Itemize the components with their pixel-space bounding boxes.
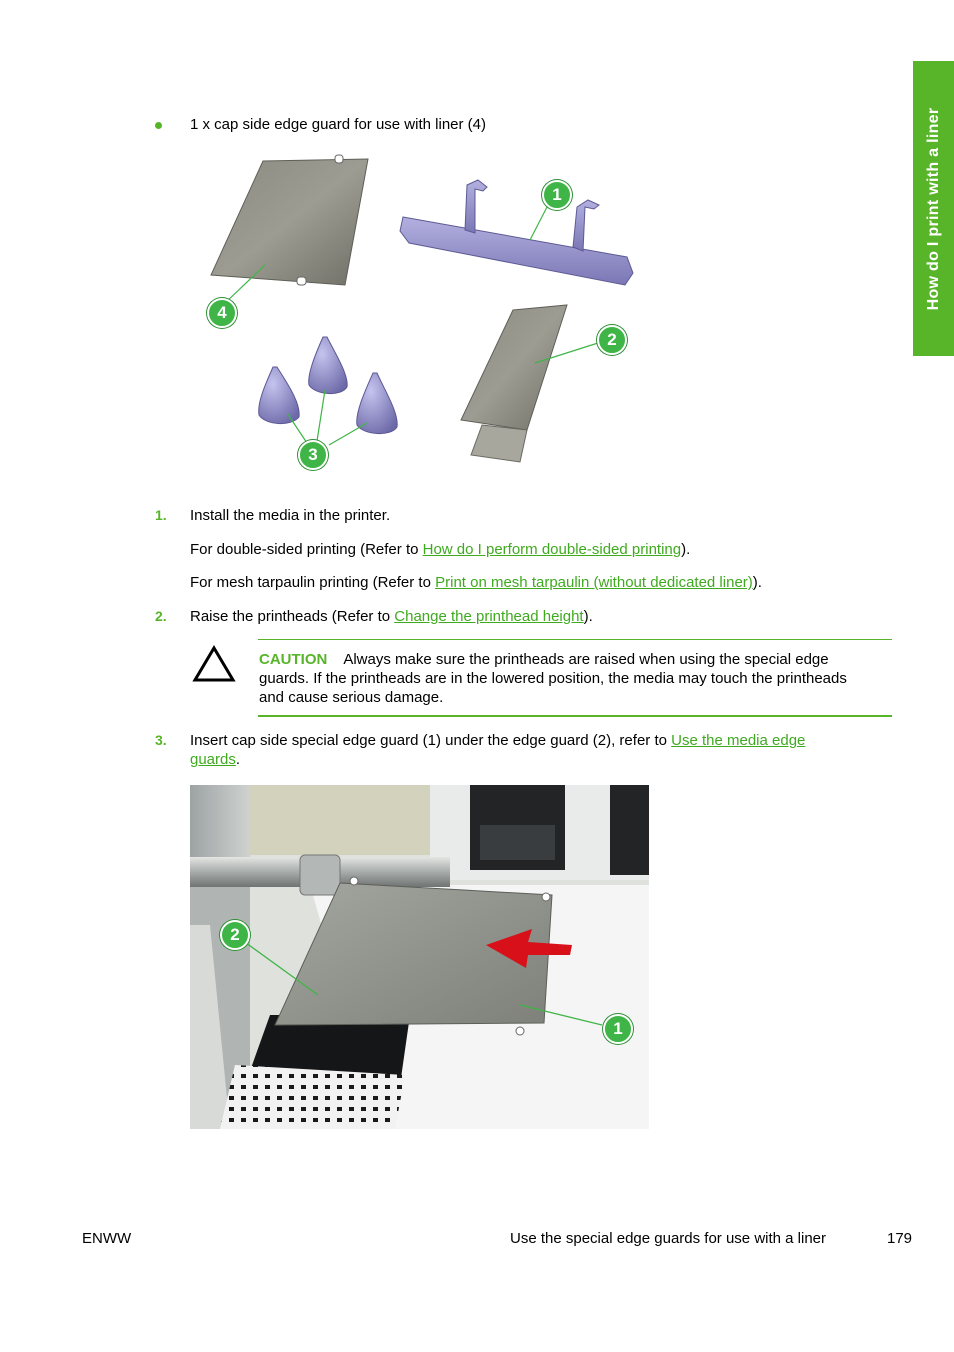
link-double-sided-printing[interactable]: How do I perform double-sided printing [422, 541, 682, 558]
step-1-text: Install the media in the printer. [190, 507, 391, 524]
step-2-text: Raise the printheads (Refer to Change th… [190, 608, 593, 625]
bullet-item-text: 1 x cap side edge guard for use with lin… [190, 116, 486, 133]
callout-2: 2 [597, 325, 627, 355]
callout-4: 4 [207, 298, 237, 328]
step-3-text-line-2: guards. [190, 751, 241, 768]
link-media-edge-guards[interactable]: Use the media edge [671, 732, 806, 749]
bullet-icon [155, 122, 162, 129]
link-media-edge-guards-cont[interactable]: guards [190, 751, 236, 768]
photo-callout-2: 2 [220, 920, 250, 950]
link-mesh-tarpaulin[interactable]: Print on mesh tarpaulin (without dedicat… [435, 574, 753, 591]
caution-top-rule [258, 639, 892, 640]
footer-left: ENWW [82, 1230, 132, 1247]
side-section-tab: How do I print with a liner [913, 61, 954, 356]
footer-section-title: Use the special edge guards for use with… [510, 1230, 827, 1247]
part-3-cones [258, 336, 398, 446]
printer-edge-guard-photo [190, 785, 649, 1129]
step-2-number: 2. [155, 608, 167, 624]
footer-page-number: 179 [887, 1230, 913, 1247]
step-3-number: 3. [155, 732, 167, 748]
edge-guard-parts-illustration [210, 154, 634, 463]
part-2-edge-guard [460, 304, 599, 463]
side-tab-label: How do I print with a liner [924, 107, 942, 310]
caution-warning-icon [192, 645, 236, 682]
caution-label: CAUTION [259, 651, 328, 668]
caution-bottom-rule [258, 715, 892, 717]
part-4-cap-guard-plate [210, 154, 369, 304]
caution-line-2: guards. If the printheads are in the low… [259, 670, 847, 687]
step-1-sub-1: For double-sided printing (Refer to How … [190, 541, 691, 558]
callout-1: 1 [542, 180, 572, 210]
caution-line-3: and cause serious damage. [259, 689, 444, 706]
photo-callout-1: 1 [603, 1014, 633, 1044]
link-printhead-height[interactable]: Change the printhead height [394, 608, 584, 625]
part-1-cap-side-guard [399, 179, 634, 286]
step-1-number: 1. [155, 507, 167, 523]
callout-3: 3 [298, 440, 328, 470]
step-1-sub-2: For mesh tarpaulin printing (Refer to Pr… [190, 574, 762, 591]
step-3-text-line-1: Insert cap side special edge guard (1) u… [190, 732, 806, 749]
